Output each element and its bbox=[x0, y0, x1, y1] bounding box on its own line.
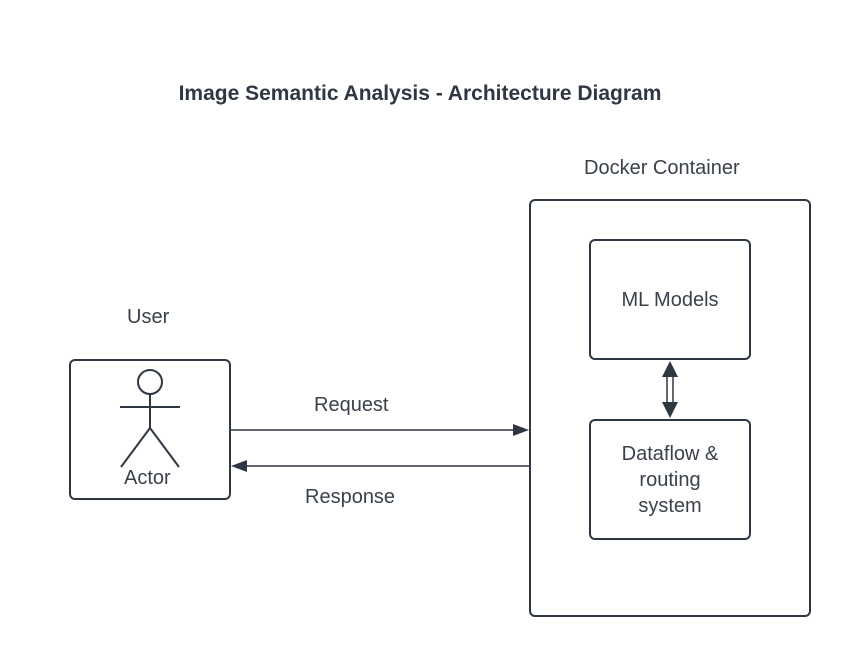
request-label: Request bbox=[314, 394, 389, 416]
actor-figure-icon bbox=[120, 369, 180, 468]
dataflow-routing-box: Dataflow & routing system bbox=[589, 419, 751, 540]
user-label: User bbox=[127, 306, 170, 328]
actor-label: Actor bbox=[124, 467, 171, 489]
bidirectional-arrow bbox=[662, 361, 678, 418]
request-arrow bbox=[231, 424, 529, 436]
diagram-title: Image Semantic Analysis - Architecture D… bbox=[178, 82, 662, 105]
response-label: Response bbox=[305, 486, 396, 508]
ml-models-label: ML Models bbox=[621, 288, 719, 311]
ml-models-box: ML Models bbox=[589, 239, 751, 360]
dataflow-routing-label: Dataflow & routing system bbox=[621, 442, 719, 517]
response-arrow bbox=[231, 460, 529, 472]
docker-container-label: Docker Container bbox=[584, 157, 740, 179]
